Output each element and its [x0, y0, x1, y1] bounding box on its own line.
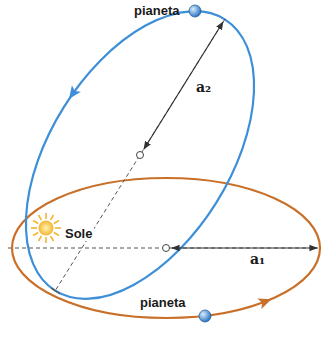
centre-mark [137, 152, 144, 159]
planet [199, 310, 211, 322]
sun-ray [39, 215, 42, 220]
direction-arrow [64, 85, 80, 102]
sun-label: Sole [63, 227, 94, 241]
sun-ray [45, 237, 47, 243]
orbit-orange [12, 178, 320, 318]
major-axis [55, 19, 225, 291]
axis-label: a₂ [196, 80, 211, 95]
axis-tick [51, 288, 60, 294]
sun-ray [55, 227, 61, 229]
sun-ray [54, 233, 59, 236]
sun-disc [39, 221, 54, 236]
orbit-blue [0, 0, 301, 338]
sun-ray [31, 227, 37, 229]
planet-label: pianeta [138, 296, 188, 310]
centre-mark [163, 245, 170, 252]
direction-arrow [257, 294, 273, 309]
sun-ray [33, 221, 38, 224]
sun-ray [45, 213, 47, 219]
sun-symbol [31, 213, 61, 243]
semi-axis-arrow [172, 247, 317, 248]
sun-ray [54, 221, 59, 224]
planet-label: pianeta [134, 4, 180, 18]
semi-axis-arrow [144, 22, 223, 149]
sun-ray [33, 233, 38, 236]
sun-ray [39, 236, 42, 241]
planet [189, 5, 201, 17]
sun-ray [51, 215, 54, 220]
axis-label: a₁ [250, 252, 265, 267]
sun-ray [51, 236, 54, 241]
